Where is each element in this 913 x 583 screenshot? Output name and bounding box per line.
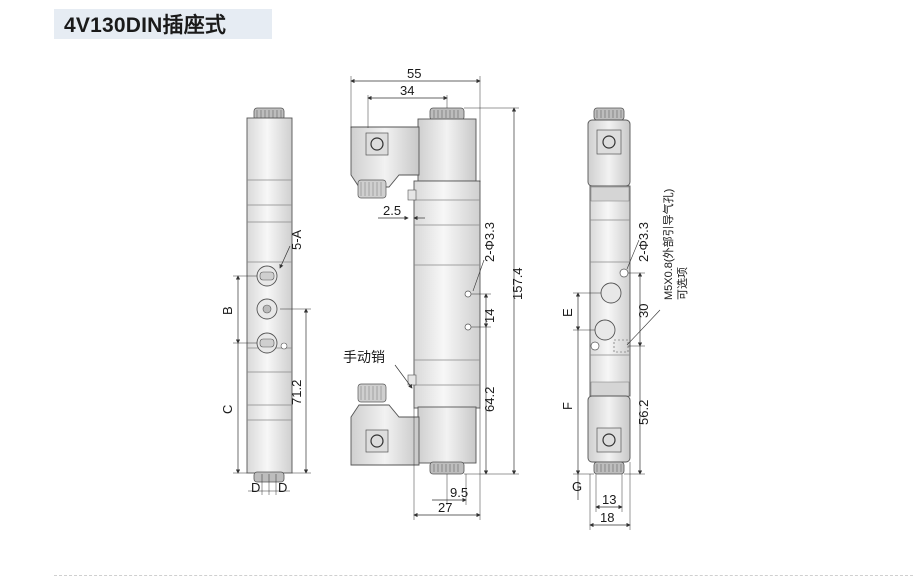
middle-mount-hole-1: [464, 290, 472, 298]
right-label-e: E: [560, 308, 575, 317]
left-label-b: B: [220, 306, 235, 315]
right-label-f: F: [560, 402, 575, 410]
middle-dim-55: 55: [407, 66, 421, 81]
left-dim-712: 71.2: [289, 380, 304, 405]
bottom-divider: [54, 575, 913, 576]
left-valve-body: [246, 117, 293, 474]
right-optional-note: 可选项: [676, 267, 689, 300]
middle-top-knob: [429, 107, 465, 121]
middle-dim-95: 9.5: [450, 485, 468, 500]
right-port-lower: [594, 319, 616, 341]
middle-dim-1574: 157.4: [510, 267, 525, 300]
right-dim-562: 56.2: [636, 400, 651, 425]
right-label-g: G: [572, 479, 582, 494]
left-label-d2: D: [278, 480, 287, 495]
middle-dim-hole: 2-Φ3.3: [482, 222, 497, 262]
right-pilot-port: [590, 341, 600, 351]
middle-dim-34: 34: [400, 83, 414, 98]
right-dim-hole: 2-Φ3.3: [636, 222, 651, 262]
right-dim-30: 30: [636, 304, 651, 318]
middle-dim-14: 14: [482, 309, 497, 323]
middle-bottom-coil: [417, 406, 477, 464]
right-port-note: M5X0.8(外部引导气孔): [661, 189, 675, 300]
page-title: 4V130DIN插座式: [64, 14, 227, 37]
middle-bottom-knob: [429, 461, 465, 475]
left-label-c: C: [220, 405, 235, 414]
left-label-5a: 5-A: [289, 229, 304, 250]
middle-view: 55 34 2.5 2-Φ3.3 14 64.2 157.4 9.5: [343, 66, 525, 520]
middle-mount-hole-2: [464, 323, 472, 331]
middle-dim-27: 27: [438, 500, 452, 515]
left-label-d1: D: [251, 480, 260, 495]
right-view: 2-Φ3.3 M5X0.8(外部引导气孔) 可选项 30 56.2 E F G …: [560, 107, 689, 530]
middle-dim-642: 64.2: [482, 387, 497, 412]
middle-top-coil: [417, 118, 477, 182]
left-view: 5-A B C 71.2 D D: [220, 107, 311, 495]
middle-dim-25: 2.5: [383, 203, 401, 218]
right-dim-13: 13: [602, 492, 616, 507]
middle-manual-pin-label: 手动销: [343, 349, 385, 365]
title-badge: 4V130DIN插座式: [54, 9, 272, 39]
right-dim-18: 18: [600, 510, 614, 525]
right-port-upper: [600, 282, 622, 304]
